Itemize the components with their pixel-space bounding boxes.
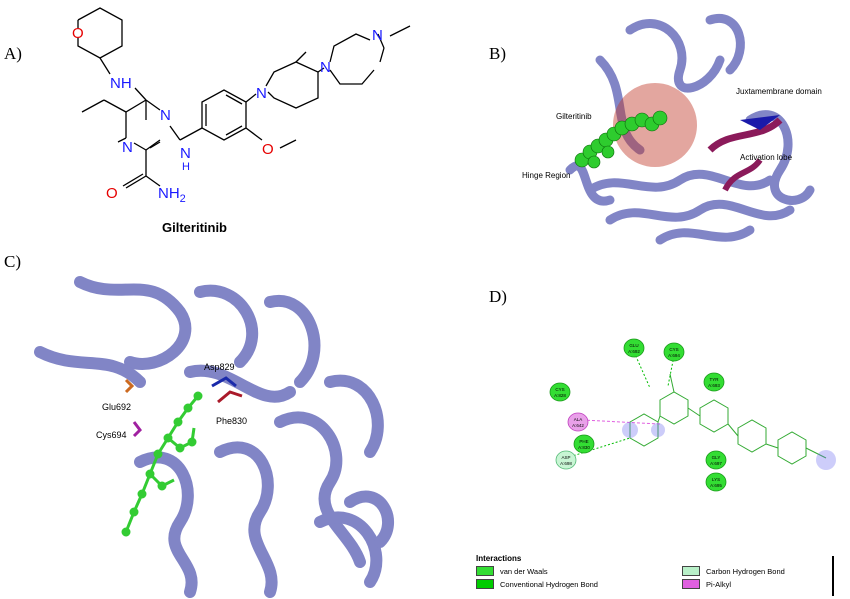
residue-name: ALA xyxy=(574,417,583,422)
label-asp829: Asp829 xyxy=(204,362,235,372)
residue-id: A:693 xyxy=(708,383,720,388)
protein-ribbon-c xyxy=(34,276,395,598)
legend-label-carbon-hbond: Carbon Hydrogen Bond xyxy=(706,566,785,576)
atom-link-h: H xyxy=(182,161,190,173)
legend-label-vdw: van der Waals xyxy=(500,566,548,576)
residue-name: PHE xyxy=(579,439,588,444)
residue-name: GLU xyxy=(629,343,638,348)
label-juxtamembrane: Juxtamembrane domain xyxy=(736,87,822,96)
legend-item-carbon-hbond: Carbon Hydrogen Bond xyxy=(682,566,785,576)
legend-swatch-pi-alkyl xyxy=(682,579,700,589)
atom-nh2: NH2 xyxy=(158,185,186,205)
panel-a-letter: A) xyxy=(4,44,22,63)
glu692-sticks xyxy=(124,378,135,394)
legend-swatch-vdw xyxy=(476,566,494,576)
legend-label-conventional-hbond: Conventional Hydrogen Bond xyxy=(500,579,598,589)
panel-b-protein-view: Gilteritinib Hinge Region Juxtamembrane … xyxy=(522,13,822,245)
legend-swatch-carbon-hbond xyxy=(682,566,700,576)
panel-c-letter: C) xyxy=(4,252,21,271)
panel-b-labels: Gilteritinib Hinge Region Juxtamembrane … xyxy=(522,87,822,180)
residue-disc xyxy=(703,372,725,392)
activation-lobe-ribbon xyxy=(707,117,783,153)
residue-id: A:828 xyxy=(554,393,566,398)
residue-name: ASP xyxy=(561,455,570,460)
label-gilteritinib: Gilteritinib xyxy=(556,112,592,121)
residue-id: A:642 xyxy=(572,423,584,428)
legend-item-pi-alkyl: Pi-Alkyl xyxy=(682,579,731,589)
solvent-halos xyxy=(622,422,836,470)
structure-atoms: O NH N N N H O NH2 O N N N xyxy=(72,25,383,205)
gilteritinib-structure: O NH N N N H O NH2 O N N N Gilteritinib xyxy=(72,7,411,235)
residue-disc xyxy=(663,342,685,362)
atom-piperazine-n2: N xyxy=(372,27,383,44)
residue-id: A:697 xyxy=(710,461,722,466)
label-glu692: Glu692 xyxy=(102,402,131,412)
residue-disc xyxy=(705,472,727,492)
ligand-2d-bonds xyxy=(629,373,827,465)
atom-nh-top: NH xyxy=(110,75,132,92)
atom-piperidine-n: N xyxy=(256,85,267,102)
residue-id: A:830 xyxy=(578,445,590,450)
residue-name: TYR xyxy=(710,377,720,382)
legend-label-pi-alkyl: Pi-Alkyl xyxy=(706,579,732,589)
atom-o-ring: O xyxy=(72,25,84,42)
label-phe830: Phe830 xyxy=(216,416,247,426)
label-hinge-region: Hinge Region xyxy=(522,171,570,180)
atom-piperazine-n1: N xyxy=(320,59,331,76)
panel-c-binding-site: Glu692 Cys694 Asp829 Phe830 xyxy=(34,276,395,598)
atom-link-n: N xyxy=(180,145,191,162)
atom-o-amide: O xyxy=(106,185,118,202)
residue-name: CYS xyxy=(555,387,564,392)
pialkyl-line xyxy=(581,419,661,425)
residue-name: CYS xyxy=(669,347,678,352)
juxtamembrane-ribbon xyxy=(740,115,780,130)
atom-pyrazine-n1: N xyxy=(160,107,171,124)
residue-disc xyxy=(705,450,727,470)
residue-id: A:695 xyxy=(710,483,722,488)
atom-o-methoxy: O xyxy=(262,141,274,158)
panel-d-letter: D) xyxy=(489,287,507,306)
asp829-sticks xyxy=(211,376,237,388)
structure-bonds xyxy=(77,7,411,189)
residue-disc xyxy=(567,412,589,432)
residue-id: A:694 xyxy=(668,353,680,358)
legend-divider xyxy=(832,556,834,596)
label-activation-lobe: Activation lobe xyxy=(740,153,793,162)
residue-disc xyxy=(573,434,595,454)
residue-name: LYS xyxy=(712,477,720,482)
cys694-sticks xyxy=(132,421,142,438)
ligand-sticks-c xyxy=(121,391,203,537)
residue-id: A:692 xyxy=(628,349,640,354)
residue-disc xyxy=(555,450,577,470)
legend-item-vdw: van der Waals xyxy=(476,566,548,576)
panel-c-labels: Glu692 Cys694 Asp829 Phe830 xyxy=(96,362,247,440)
structure-name: Gilteritinib xyxy=(162,220,227,235)
residue-disc xyxy=(623,338,645,358)
residue-name: GLY xyxy=(712,455,721,460)
residue-id: A:698 xyxy=(560,461,572,466)
interactions-legend: Interactions van der Waals Conventional … xyxy=(470,552,840,598)
legend-swatch-conventional-hbond xyxy=(476,579,494,589)
panel-b-letter: B) xyxy=(489,44,506,63)
legend-item-conventional-hbond: Conventional Hydrogen Bond xyxy=(476,579,598,589)
label-cys694: Cys694 xyxy=(96,430,127,440)
protein-ribbon-b xyxy=(565,13,815,245)
ligand-spheres-b xyxy=(574,110,668,169)
legend-title: Interactions xyxy=(476,554,522,563)
phe830-sticks xyxy=(217,390,243,404)
residue-disc xyxy=(549,382,571,402)
atom-pyrazine-n2: N xyxy=(122,139,133,156)
